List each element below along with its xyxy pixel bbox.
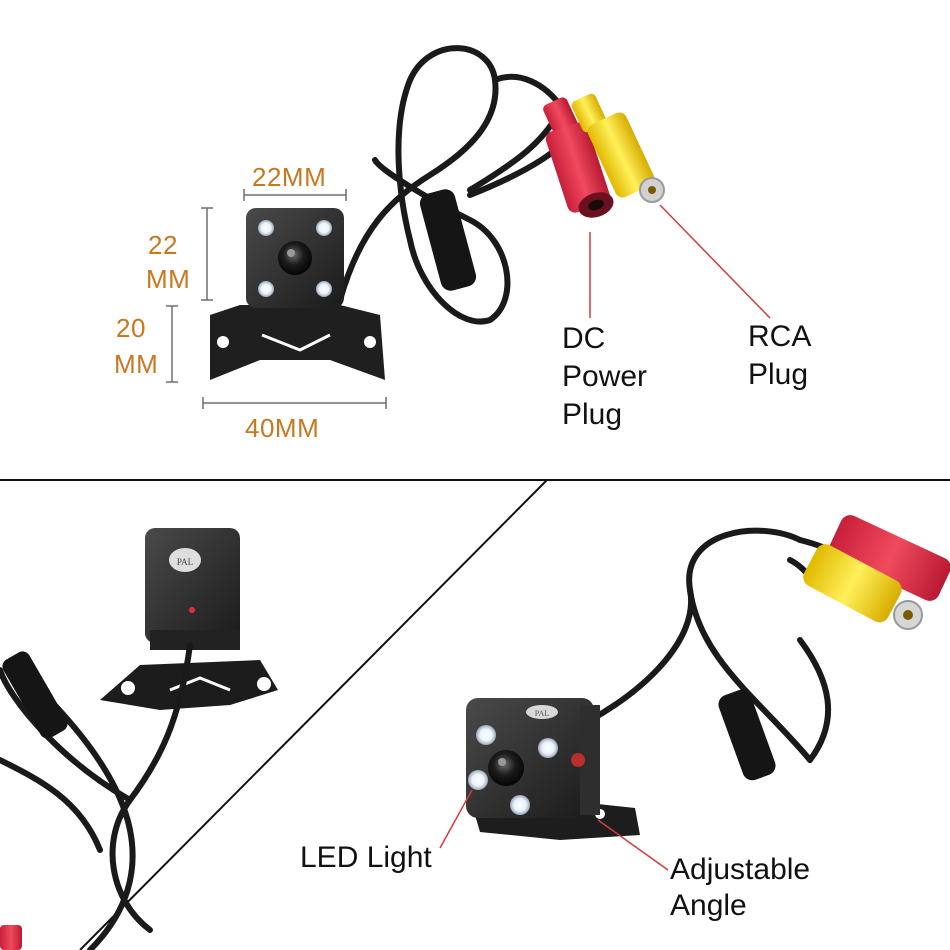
angle-label-line1: Adjustable <box>670 853 811 886</box>
dimension-height-bracket-unit: MM <box>114 349 159 379</box>
camera-cable-side <box>557 527 843 763</box>
camera-front <box>210 208 385 380</box>
dc-label-line3: Plug <box>562 398 623 431</box>
dimension-lines <box>166 189 387 409</box>
side-callout-lines <box>439 789 669 871</box>
top-panel <box>166 45 771 409</box>
diagonal-divider <box>79 479 548 950</box>
dimension-width-top: 22MM <box>252 162 327 192</box>
pal-badge-side: PAL <box>535 709 549 718</box>
rca-label-line2: Plug <box>748 358 809 391</box>
pal-badge-back: PAL <box>177 557 193 567</box>
bottom-right-panel: PAL <box>439 515 950 871</box>
bottom-left-panel: PAL <box>0 528 278 950</box>
led-light-label: LED Light <box>300 841 432 874</box>
dimension-height-camera-value: 22 <box>148 230 178 260</box>
dc-label-line2: Power <box>562 360 648 393</box>
cable-ferrite <box>419 189 477 291</box>
adjustable-angle-label: Adjustable Angle <box>670 852 810 924</box>
yellow-rca-plug <box>571 93 665 203</box>
angle-label-line2: Angle <box>670 889 747 922</box>
rca-label-line1: RCA <box>748 320 812 353</box>
camera-cable <box>337 45 593 325</box>
side-plugs <box>803 515 950 630</box>
dimension-height-bracket-value: 20 <box>116 313 146 343</box>
dc-power-plug-label: DC Power Plug <box>562 320 647 434</box>
dimension-width-bracket: 40MM <box>245 413 320 443</box>
rca-plug-label: RCA Plug <box>748 318 811 394</box>
callout-lines <box>589 204 771 319</box>
dc-label-line1: DC <box>562 322 606 355</box>
red-dc-plug <box>543 97 614 218</box>
dimension-height-camera-unit: MM <box>146 264 191 294</box>
